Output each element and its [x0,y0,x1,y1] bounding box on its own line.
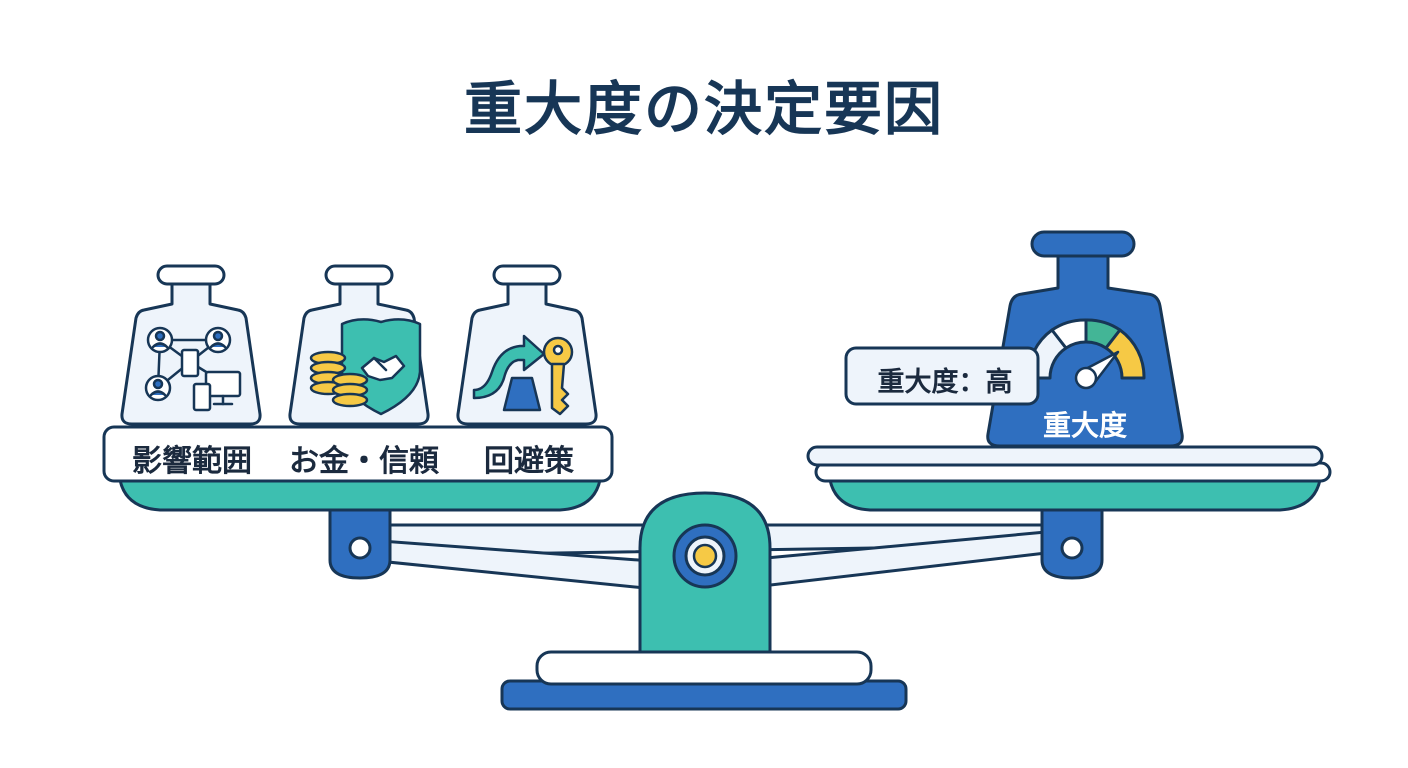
weight-impact-scope [120,264,262,426]
network-devices-icon [144,326,242,412]
weight-workaround [456,264,598,426]
arrow-key-icon [472,334,574,416]
severity-tag-box [844,346,1040,406]
center-post [638,491,772,654]
label-workaround: 回避策 [484,444,574,479]
scale-base [500,650,908,711]
right-pan [806,445,1332,512]
severity-weight-label: 重大度 [1042,409,1127,442]
severity-tag: 重大度：高 [877,367,1013,398]
left-hanger [328,504,392,580]
page-title: 重大度の決定要因 [463,75,944,143]
label-money-trust: お金・信頼 [289,444,439,479]
coins-shield-handshake-icon [309,318,422,416]
left-pan [102,425,614,512]
label-impact-scope: 影響範囲 [132,444,252,479]
weight-money-trust [288,264,430,426]
right-hanger [1040,504,1104,580]
